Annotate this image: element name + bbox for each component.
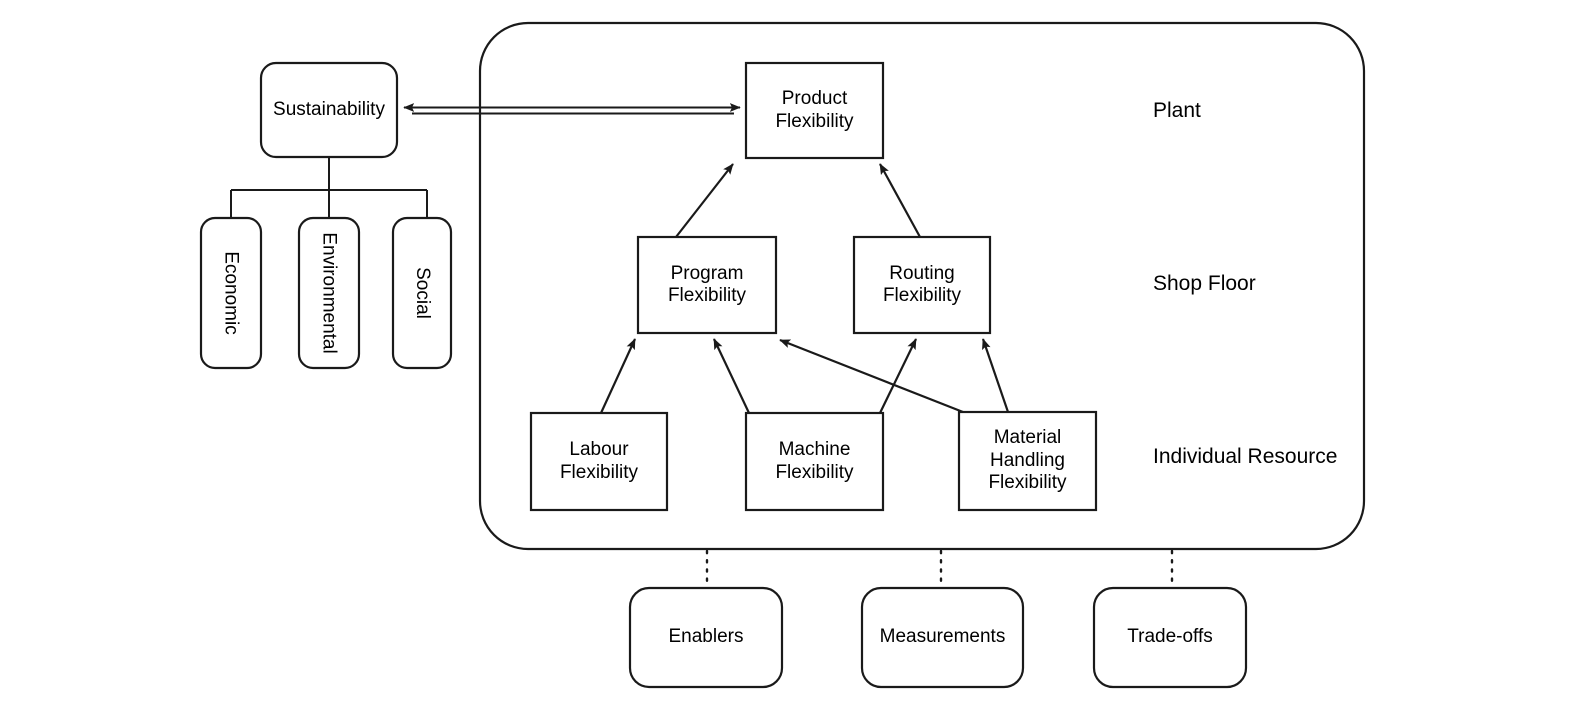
node-enablers[interactable] xyxy=(628,586,784,689)
tier-label-shop-floor: Shop Floor xyxy=(1153,272,1256,295)
arrow-program-to-product xyxy=(675,163,734,238)
arrow-material-handling-to-program xyxy=(779,338,964,414)
link-sustainability-product-flexibility xyxy=(403,103,741,115)
node-economic[interactable] xyxy=(199,216,263,370)
node-labour-flexibility[interactable] xyxy=(529,411,669,512)
tier-label-plant: Plant xyxy=(1153,99,1201,122)
tier-label-individual-resource: Individual Resource xyxy=(1153,445,1338,468)
framework-boundary xyxy=(478,21,1366,551)
hit-trade-offs[interactable] xyxy=(1094,588,1246,687)
hit-labour-flexibility[interactable] xyxy=(531,413,667,510)
node-measurements[interactable] xyxy=(860,586,1025,689)
hit-machine-flexibility[interactable] xyxy=(746,413,883,510)
node-trade-offs[interactable] xyxy=(1092,586,1248,689)
node-program-flexibility[interactable] xyxy=(636,235,778,335)
node-routing-flexibility[interactable] xyxy=(852,235,992,335)
hit-environmental[interactable] xyxy=(299,218,359,368)
arrow-material-handling-to-routing xyxy=(981,338,1010,413)
hit-product-flexibility[interactable] xyxy=(746,63,883,158)
node-product-flexibility[interactable] xyxy=(744,61,885,160)
hit-enablers[interactable] xyxy=(630,588,782,687)
arrow-machine-to-routing xyxy=(879,338,917,414)
hit-routing-flexibility[interactable] xyxy=(854,237,990,333)
hit-sustainability[interactable] xyxy=(261,63,397,157)
node-machine-flexibility[interactable] xyxy=(744,411,885,512)
arrow-machine-to-program xyxy=(713,338,750,414)
hit-program-flexibility[interactable] xyxy=(638,237,776,333)
hit-measurements[interactable] xyxy=(862,588,1023,687)
hit-material-handling-flexibility[interactable] xyxy=(959,412,1096,510)
arrow-labour-to-program xyxy=(600,338,636,414)
node-material-handling-flexibility[interactable] xyxy=(957,410,1098,512)
hit-social[interactable] xyxy=(393,218,451,368)
node-social[interactable] xyxy=(391,216,453,370)
node-sustainability[interactable] xyxy=(259,61,399,159)
hit-economic[interactable] xyxy=(201,218,261,368)
arrow-routing-to-product xyxy=(879,163,921,238)
node-environmental[interactable] xyxy=(297,216,361,370)
